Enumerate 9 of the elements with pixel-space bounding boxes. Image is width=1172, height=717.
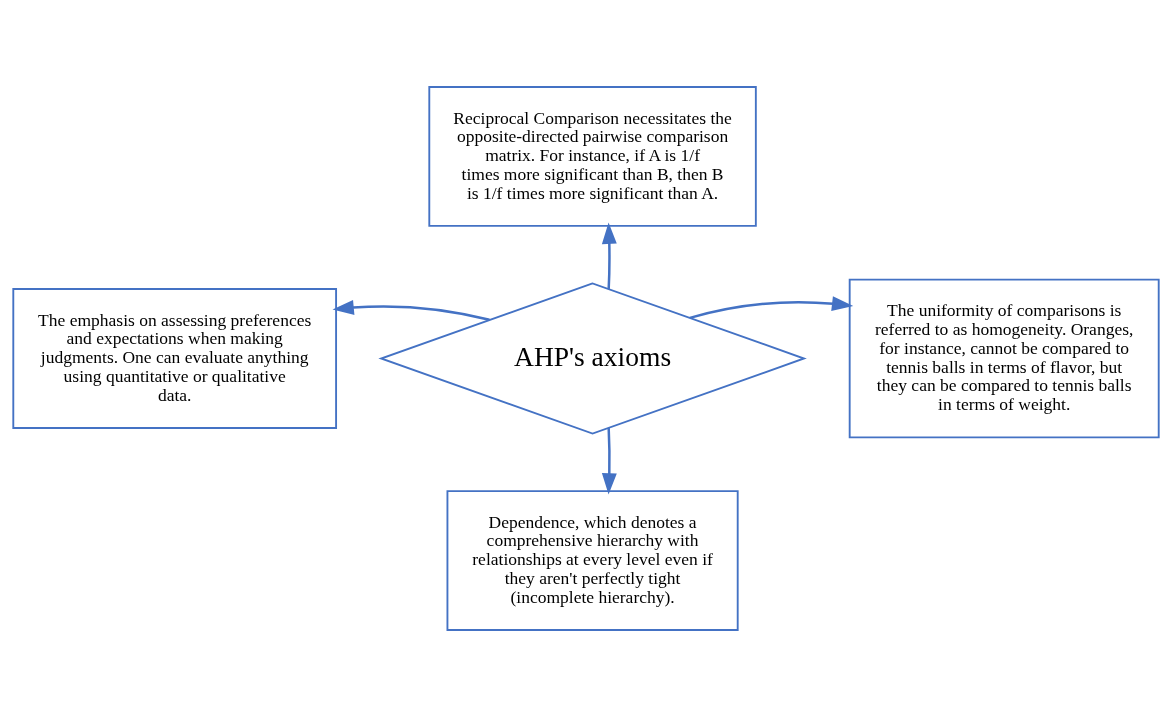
node-box: Dependence, which denotes a comprehensive hierarchy with relationships at every level even if they aren't perfectly tight (incomplete hierarchy). bbox=[446, 490, 739, 631]
arrow bbox=[601, 427, 617, 495]
arrow bbox=[689, 296, 854, 320]
arrow bbox=[601, 222, 617, 290]
node-box: Reciprocal Comparison necessitates the opposite-directed pairwise comparison matrix. For instance, if A is 1/f times more significant than B, then B is 1/f times more significant than A. bbox=[428, 86, 757, 227]
arrow bbox=[332, 300, 490, 321]
node-diamond: AHP's axioms bbox=[378, 282, 807, 435]
node-box: The emphasis on assessing preferences and expectations when making judgments. One can evaluate anything using quantitative or qualitative data. bbox=[12, 288, 338, 429]
node-box: The uniformity of comparisons is referred to as homogeneity. Oranges, for instance, cannot be compared to tennis balls in terms of flavor, but they can be compared to tennis balls in terms of weight. bbox=[848, 278, 1160, 439]
